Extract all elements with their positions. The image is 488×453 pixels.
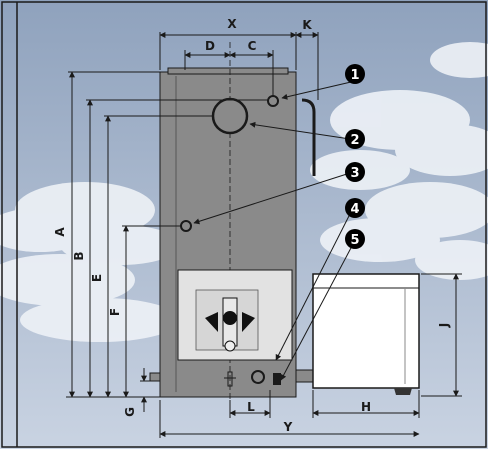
g-dimension: [140, 368, 150, 412]
leader-lines: [193, 81, 353, 381]
dim-label-k: K: [302, 18, 312, 32]
callout-5: 5: [345, 229, 365, 249]
drain-connection: [251, 370, 265, 384]
y-dimension: [159, 400, 420, 438]
center-valve: [224, 371, 236, 387]
boiler-top-cap: [167, 67, 289, 75]
callout-4-label: 4: [350, 202, 359, 217]
left-port: [149, 372, 161, 382]
dim-label-g: G: [123, 407, 137, 417]
dim-label-d: D: [205, 39, 215, 53]
top-dimensions: [159, 32, 319, 100]
storage-tank: [312, 273, 420, 395]
callout-2-label: 2: [350, 133, 359, 148]
tank-foot: [394, 388, 412, 395]
dim-label-e: E: [90, 274, 104, 282]
j-dimension: [421, 273, 462, 397]
tank-link: [295, 369, 315, 383]
tank-body: [312, 273, 420, 389]
dim-label-l: L: [247, 400, 255, 414]
callout-1: 1: [345, 64, 365, 84]
connection-5-port: [273, 373, 281, 385]
burner-icon: [205, 297, 255, 352]
vertical-dimensions: [66, 71, 268, 398]
side-pipe: [301, 98, 316, 176]
dim-label-c: C: [248, 39, 257, 53]
callout-1-label: 1: [350, 68, 359, 83]
dim-label-b: B: [72, 251, 86, 260]
h-dimension: [312, 390, 420, 418]
boiler-unit: [149, 42, 316, 400]
dim-label-y: Y: [283, 420, 293, 434]
callout-2: 2: [345, 129, 365, 149]
l-dimension: [229, 390, 271, 418]
flue-outlet: [211, 97, 249, 135]
connection-1: [267, 95, 279, 107]
callout-3: 3: [345, 162, 365, 182]
dim-label-x: X: [227, 17, 237, 31]
callout-4: 4: [345, 198, 365, 218]
dim-label-a: A: [53, 227, 67, 237]
dim-label-f: F: [108, 308, 122, 316]
callout-3-label: 3: [350, 166, 359, 181]
dim-label-h: H: [361, 400, 371, 414]
clouds: [0, 42, 488, 342]
connection-3: [180, 220, 192, 232]
dim-label-j: J: [437, 323, 451, 328]
callout-5-label: 5: [350, 233, 359, 248]
